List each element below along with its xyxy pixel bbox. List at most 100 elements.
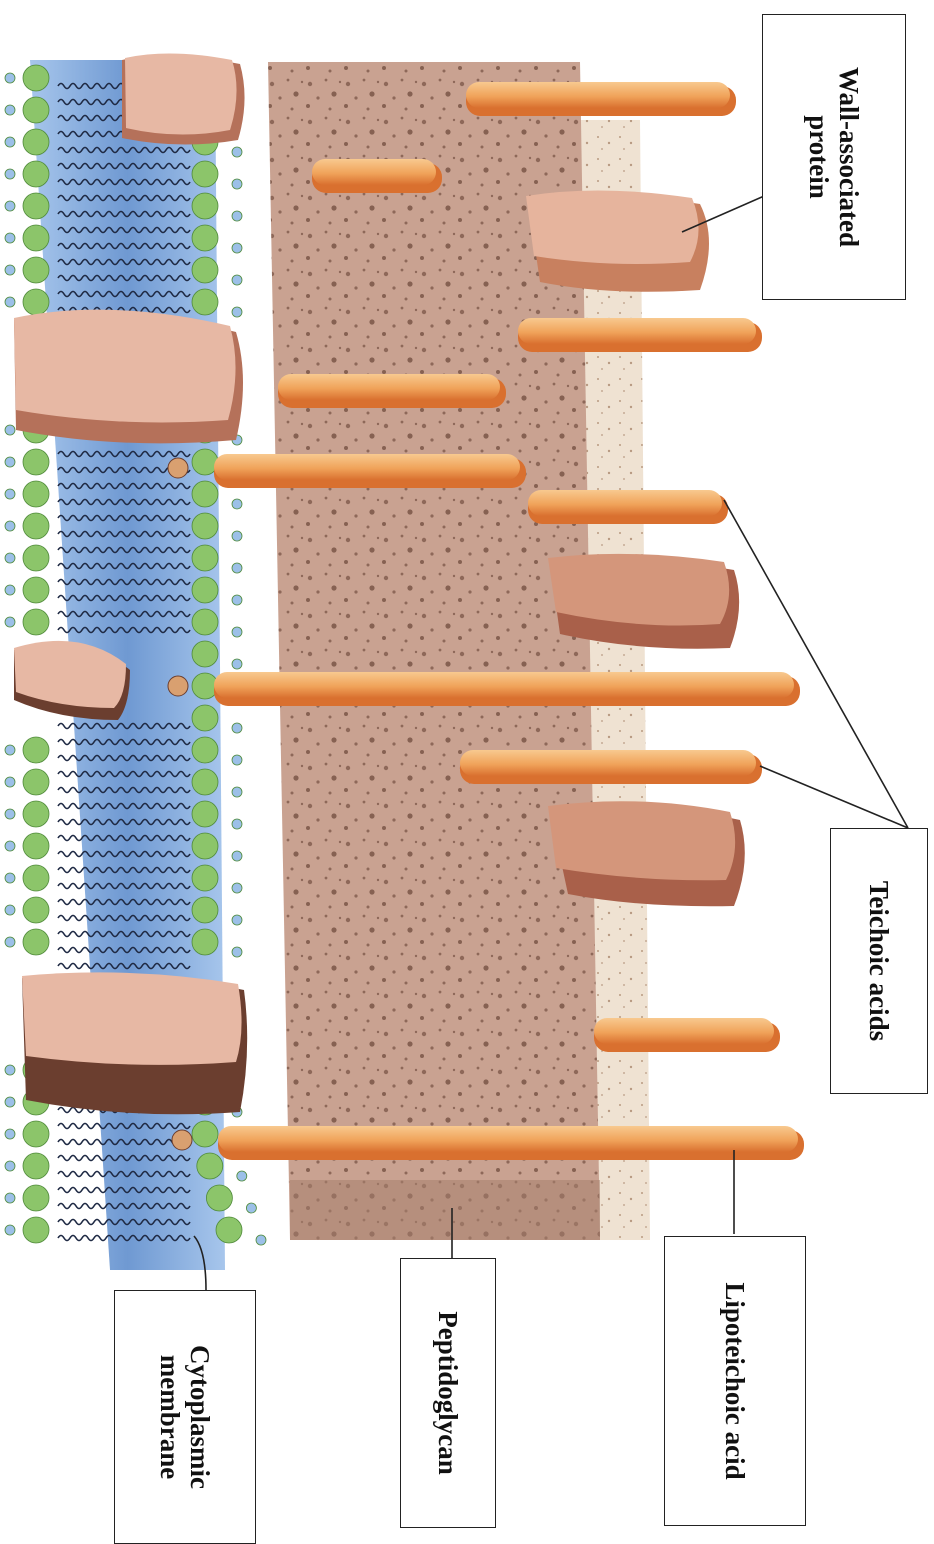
lipid-head-small — [232, 627, 242, 637]
lipid-head-small — [5, 1065, 15, 1075]
wall-associated-protein — [526, 190, 709, 291]
lipid-head-small — [256, 1235, 266, 1245]
lipid-anchor — [168, 458, 188, 478]
teichoic-acid-rod-body — [460, 750, 756, 776]
lipid-head — [23, 1121, 49, 1147]
lipoteichoic-acid-rod-body — [214, 672, 794, 698]
lipid-head-small — [232, 723, 242, 733]
lipoteichoic-acid-rod-body — [214, 454, 520, 480]
lipid-head-small — [232, 883, 242, 893]
teichoic-acid-rod-body — [312, 159, 436, 185]
lipid-head-small — [5, 73, 15, 83]
lipid-head — [192, 257, 218, 283]
lipid-head — [192, 225, 218, 251]
lipid-head — [192, 897, 218, 923]
lipid-head-small — [5, 1193, 15, 1203]
lipid-anchor — [172, 1130, 192, 1150]
lipid-head — [23, 609, 49, 635]
lipid-head — [192, 481, 218, 507]
lipid-head — [23, 449, 49, 475]
lipid-head-small — [232, 499, 242, 509]
lipid-head-small — [5, 425, 15, 435]
teichoic-acid-rod — [278, 374, 506, 408]
lipid-head — [197, 1153, 223, 1179]
lipid-head — [23, 737, 49, 763]
label-wall-associated-protein-text: Wall-associated protein — [804, 67, 864, 247]
lipid-head — [192, 769, 218, 795]
label-peptidoglycan: Peptidoglycan — [400, 1258, 496, 1528]
lipid-head — [192, 801, 218, 827]
lipid-head-small — [232, 915, 242, 925]
lipid-head-small — [232, 819, 242, 829]
lipid-head — [192, 289, 218, 315]
lipid-head — [23, 1185, 49, 1211]
teichoic-acid-rod — [466, 82, 736, 116]
wall-associated-protein — [548, 554, 739, 649]
lipoteichoic-acid-rod — [168, 672, 800, 706]
label-wall-associated-protein: Wall-associated protein — [762, 14, 906, 300]
label-peptidoglycan-text: Peptidoglycan — [433, 1311, 463, 1475]
lipid-head-small — [5, 873, 15, 883]
lipid-head-small — [232, 147, 242, 157]
lipid-head — [23, 833, 49, 859]
lipid-head — [23, 225, 49, 251]
lipid-head — [23, 545, 49, 571]
lipid-head — [23, 161, 49, 187]
lipid-head — [192, 161, 218, 187]
lipid-head-small — [5, 105, 15, 115]
lipid-head-small — [232, 851, 242, 861]
lipid-head-small — [5, 1161, 15, 1171]
lipid-head-small — [246, 1203, 256, 1213]
lipid-head — [206, 1185, 232, 1211]
membrane-protein — [22, 972, 247, 1114]
lipid-head — [216, 1217, 242, 1243]
lipid-head — [23, 481, 49, 507]
lipid-head-small — [232, 755, 242, 765]
lipid-head-small — [232, 179, 242, 189]
lipoteichoic-acid-rod-body — [218, 1126, 798, 1152]
wall-associated-protein — [548, 801, 745, 906]
label-lipoteichoic-acid: Lipoteichoic acid — [664, 1236, 806, 1526]
lipid-head-small — [232, 563, 242, 573]
teichoic-acid-rod-body — [278, 374, 500, 400]
lipid-head-small — [5, 905, 15, 915]
lipid-head-small — [5, 457, 15, 467]
lipid-head — [192, 833, 218, 859]
lipid-head-small — [5, 745, 15, 755]
label-teichoic-acids-text: Teichoic acids — [864, 881, 894, 1041]
lipid-head-small — [5, 1097, 15, 1107]
membrane-protein — [122, 53, 245, 144]
lipid-head-small — [232, 275, 242, 285]
lipid-head — [23, 1153, 49, 1179]
lipid-head-small — [5, 169, 15, 179]
lipid-head — [23, 929, 49, 955]
lipid-head — [23, 865, 49, 891]
lipid-head-small — [5, 553, 15, 563]
lipid-head-small — [5, 777, 15, 787]
label-lipoteichoic-acid-text: Lipoteichoic acid — [720, 1282, 750, 1479]
lipid-head-small — [232, 243, 242, 253]
lipid-head — [23, 65, 49, 91]
lipid-head — [23, 257, 49, 283]
lipid-head — [192, 545, 218, 571]
lipid-head-small — [232, 307, 242, 317]
lipid-head — [192, 193, 218, 219]
lipid-head — [192, 641, 218, 667]
lipid-head-small — [5, 297, 15, 307]
lipid-head — [23, 769, 49, 795]
teichoic-acid-rod-body — [528, 490, 722, 516]
lipid-head-small — [5, 265, 15, 275]
lipid-head-small — [5, 489, 15, 499]
label-cytoplasmic-membrane: Cytoplasmic membrane — [114, 1290, 256, 1544]
lipid-head-small — [5, 809, 15, 819]
lipid-head-small — [5, 1129, 15, 1139]
lipid-head-small — [5, 841, 15, 851]
lipid-head — [23, 513, 49, 539]
teichoic-acid-rod — [528, 490, 728, 524]
teichoic-acid-rod — [312, 159, 442, 193]
lipid-head — [23, 97, 49, 123]
lipid-head — [23, 1217, 49, 1243]
lipoteichoic-acid-rod — [172, 1126, 804, 1160]
teichoic-acid-rod — [594, 1018, 780, 1052]
